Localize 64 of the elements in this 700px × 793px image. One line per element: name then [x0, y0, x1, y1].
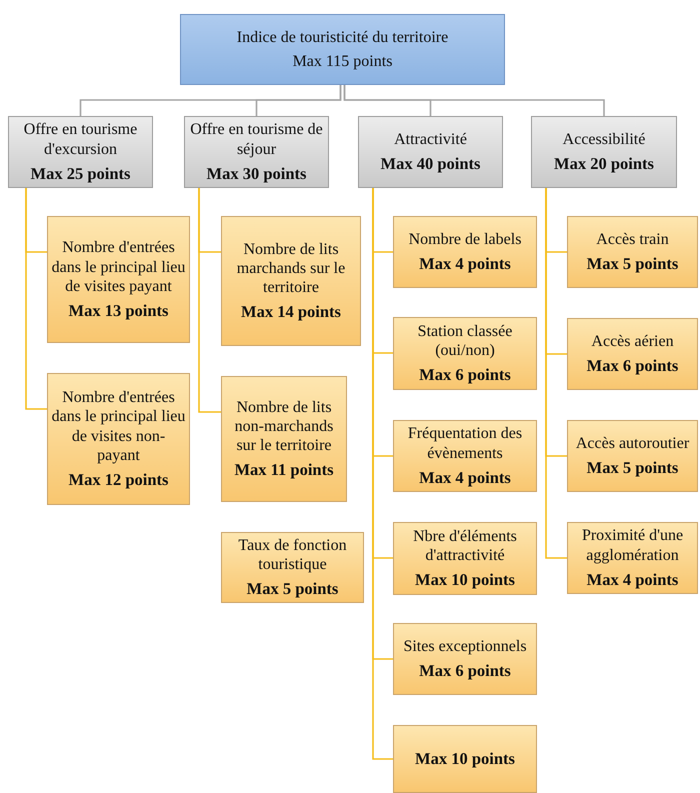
- criterion-label: Nombre de lits non-marchands sur le territoire: [234, 398, 334, 456]
- connector-line: [545, 188, 567, 559]
- criterion-box: [393, 522, 537, 595]
- criterion-label: Accessibilité: [562, 130, 646, 150]
- criterion-label: Nombre de labels: [408, 230, 522, 250]
- points-label: Max 25 points: [30, 164, 130, 184]
- connector-line: [25, 188, 47, 410]
- points-label: Max 4 points: [419, 254, 511, 274]
- points-label: Max 5 points: [586, 254, 678, 274]
- criterion-box: [393, 725, 537, 793]
- criterion-label: Nombre d'entrées dans le principal lieu de visites payant: [51, 238, 186, 296]
- criterion-box: [47, 216, 190, 343]
- root-box: [180, 14, 505, 85]
- points-label: Max 10 points: [415, 749, 515, 769]
- points-label: Max 11 points: [234, 460, 334, 480]
- points-label: Max 13 points: [68, 300, 168, 321]
- points-label: Max 10 points: [415, 570, 515, 590]
- criterion-label: Accès autoroutier: [576, 434, 690, 454]
- category-box: [531, 116, 677, 188]
- points-label: Max 20 points: [554, 154, 654, 174]
- criterion-label: Accès aérien: [591, 332, 674, 352]
- points-label: Max 12 points: [68, 470, 168, 490]
- criterion-label: Fréquentation des évènements: [406, 424, 524, 463]
- criterion-box: [393, 317, 537, 390]
- points-label: Max 40 points: [380, 154, 480, 174]
- category-box: [358, 116, 503, 188]
- points-label: Max 6 points: [419, 365, 511, 386]
- criterion-box: [47, 373, 190, 505]
- criterion-label: Max 115 points: [292, 52, 392, 72]
- criterion-label: Sites exceptionnels: [403, 637, 527, 656]
- criterion-box: [567, 216, 698, 288]
- criterion-label: Indice de touristicité du territoire: [236, 28, 448, 47]
- points-label: Max 4 points: [586, 570, 678, 590]
- criterion-label: Accès train: [596, 230, 669, 250]
- criterion-label: Proximité d'une agglomération: [580, 526, 684, 565]
- criterion-box: [221, 532, 364, 603]
- points-label: Max 6 points: [419, 661, 511, 681]
- criterion-box: [393, 623, 537, 695]
- points-label: Max 14 points: [241, 302, 341, 322]
- points-label: Max 4 points: [419, 468, 511, 488]
- connector-line: [256, 85, 342, 116]
- criterion-label: Taux de fonction touristique: [237, 536, 348, 574]
- criterion-label: Station classée (oui/non): [416, 322, 514, 360]
- criterion-label: Attractivité: [394, 130, 467, 150]
- connector-line: [198, 188, 221, 413]
- criterion-label: Offre en tourisme d'excursion: [22, 120, 138, 159]
- criterion-box: [221, 216, 361, 346]
- criterion-label: Nombre de lits marchands sur le territoire: [236, 240, 346, 298]
- criterion-box: [567, 522, 698, 594]
- category-box: [8, 116, 153, 188]
- category-box: [184, 116, 329, 188]
- criterion-label: Nombre d'entrées dans le principal lieu de visites non-payant: [51, 388, 186, 465]
- criterion-box: [221, 376, 347, 502]
- criterion-label: Offre en tourisme de séjour: [189, 120, 324, 159]
- points-label: Max 5 points: [586, 458, 678, 478]
- criterion-box: [567, 318, 698, 390]
- connector-line: [344, 85, 605, 116]
- points-label: Max 5 points: [246, 579, 338, 600]
- criterion-box: [393, 420, 537, 492]
- criterion-box: [393, 216, 537, 288]
- criterion-label: Nbre d'éléments d'attractivité: [412, 526, 518, 566]
- points-label: Max 30 points: [206, 164, 306, 184]
- criterion-box: [567, 420, 698, 492]
- points-label: Max 6 points: [586, 356, 678, 376]
